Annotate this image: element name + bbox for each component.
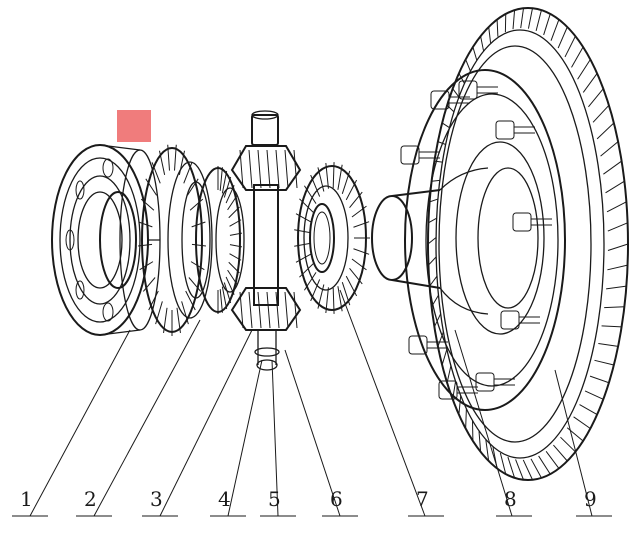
side-gear-icon	[294, 162, 370, 314]
part-number-2: 2	[84, 487, 97, 511]
differential-case-icon	[371, 69, 566, 411]
cross-shaft-icon	[251, 110, 280, 371]
ring-gear-icon	[427, 7, 629, 481]
part-number-8: 8	[504, 487, 517, 511]
part-number-6: 6	[330, 487, 343, 511]
ball-bearing-icon	[51, 144, 161, 336]
part-number-1: 1	[20, 487, 33, 511]
part-number-5: 5	[268, 487, 281, 511]
part-number-7: 7	[416, 487, 429, 511]
small-bevel-gear-icon	[195, 166, 245, 314]
red-marker	[117, 110, 151, 142]
part-number-4: 4	[218, 487, 231, 511]
pinion-gear-icon	[230, 145, 302, 331]
part-number-callouts: 1 2 3 4 5 6 7 8 9	[12, 487, 612, 517]
bevel-gear-icon	[138, 144, 213, 336]
leader-lines	[29, 289, 593, 517]
part-number-9: 9	[584, 487, 597, 511]
side-gear-spline-icon	[309, 203, 335, 273]
part-number-3: 3	[150, 487, 163, 511]
